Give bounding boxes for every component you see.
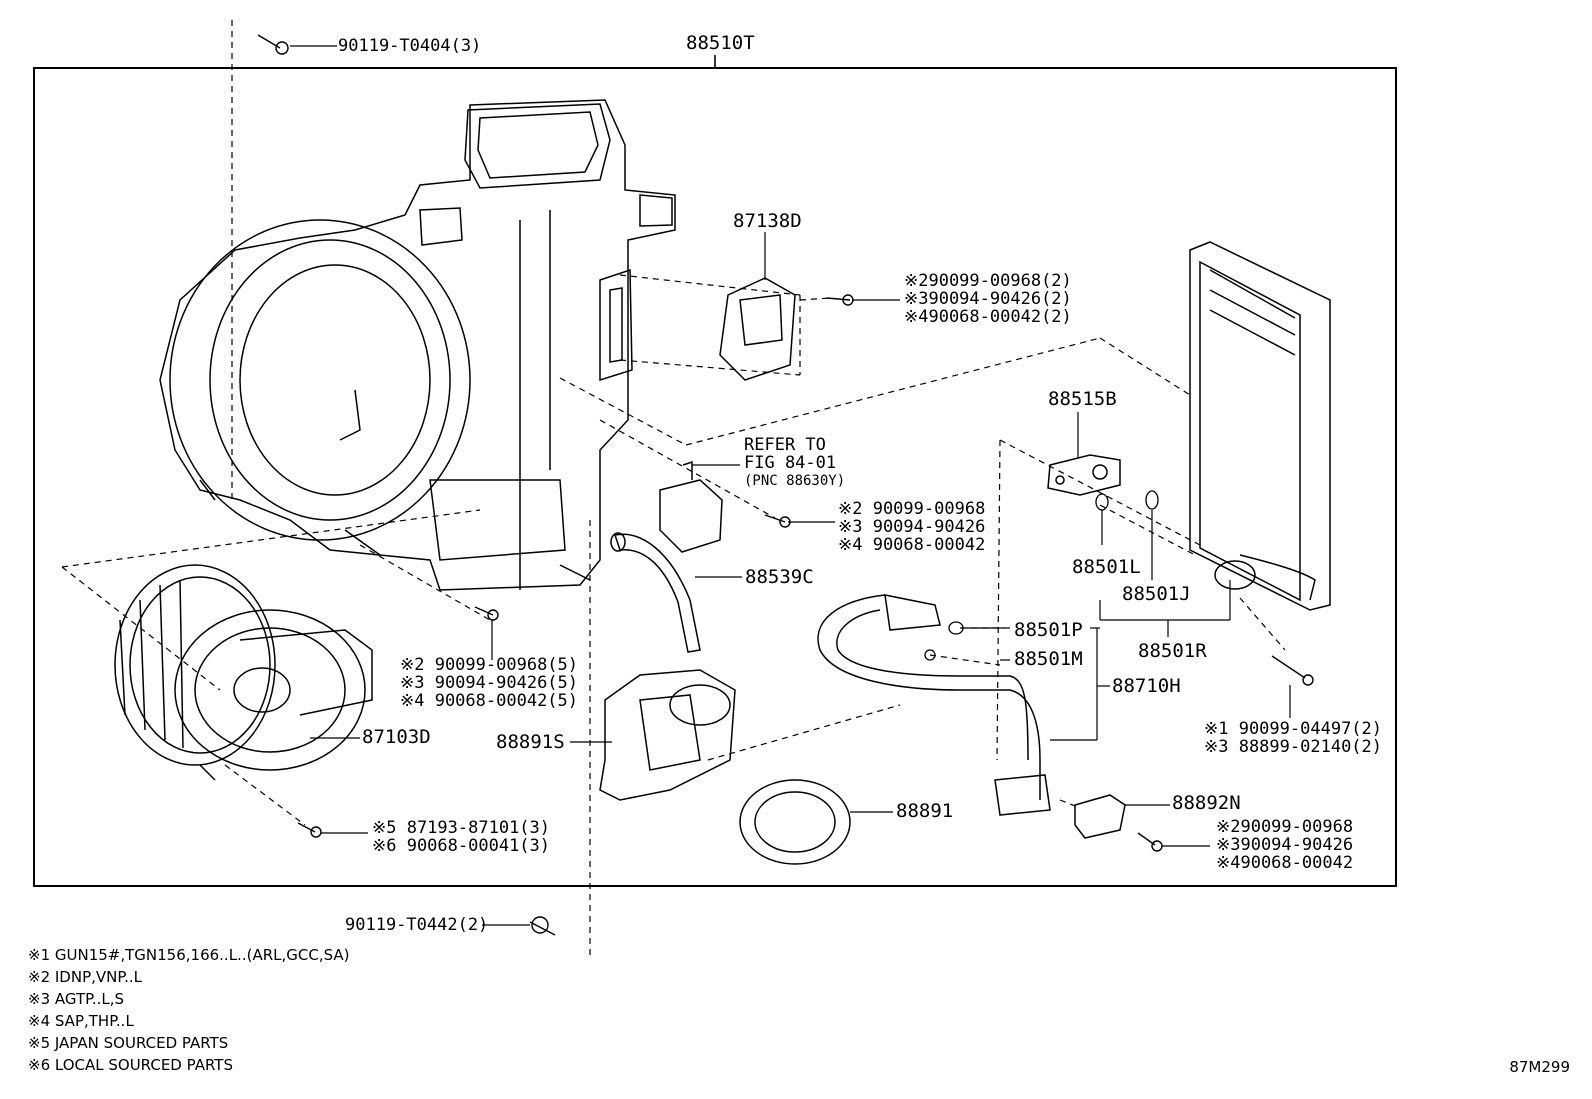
pipe-clamp <box>1074 794 1126 839</box>
resistor-screw-1: ※290099-00968(2) <box>904 271 1072 291</box>
refer-to-line-3: (PNC 88630Y) <box>744 473 846 489</box>
label-88501P: 88501P <box>1014 619 1083 641</box>
sensor-screw-3: ※4 90068-00042 <box>838 535 986 555</box>
sensor-screw-2: ※3 90094-90426 <box>838 517 986 537</box>
expansion-valve <box>1047 454 1121 496</box>
blower-bottom-screw-1: ※5 87193-87101(3) <box>372 818 551 838</box>
refer-to-line-2: FIG 84-01 <box>744 453 837 473</box>
cooler-tube <box>817 594 1051 816</box>
blower-screw-1: ※2 90099-00968(5) <box>400 655 579 675</box>
label-88539C: 88539C <box>745 566 814 588</box>
blower-motor <box>114 564 373 781</box>
footnote-1: ※1 GUN15#,TGN156,166..L..(ARL,GCC,SA) <box>28 946 350 964</box>
leader-lines <box>290 45 1291 926</box>
label-88891: 88891 <box>896 800 954 822</box>
blower-bottom-screw-2: ※6 90068-00041(3) <box>372 836 551 856</box>
resistor-screw-list: ※290099-00968(2) ※390094-90426(2) ※49006… <box>904 272 1072 326</box>
footnote-4: ※4 SAP,THP..L <box>28 1012 134 1030</box>
evaporator <box>1189 241 1331 611</box>
clamp-screw-2: ※390094-90426 <box>1216 835 1354 855</box>
footnote-2: ※2 IDNP,VNP..L <box>28 968 142 986</box>
refer-to-note: REFER TO FIG 84-01 (PNC 88630Y) <box>744 436 845 490</box>
refer-to-line-1: REFER TO <box>744 435 826 455</box>
resistor-screw-2: ※390094-90426(2) <box>904 289 1072 309</box>
evaporator-screw-2: ※3 88899-02140(2) <box>1204 737 1383 757</box>
label-87103D: 87103D <box>362 726 431 748</box>
label-88710H: 88710H <box>1112 675 1181 697</box>
sensor-bracket <box>659 460 723 553</box>
label-88892N: 88892N <box>1172 792 1241 814</box>
drain-cover <box>599 669 736 801</box>
diagram-code: 87M299 <box>1509 1058 1570 1076</box>
label-90119-T0404: 90119-T0404(3) <box>338 36 482 56</box>
assembly-frame <box>33 67 1397 887</box>
evaporator-screw-1: ※1 90099-04497(2) <box>1204 719 1383 739</box>
label-88510T: 88510T <box>686 32 755 54</box>
blower-resistor <box>719 277 796 381</box>
blower-screw-2: ※3 90094-90426(5) <box>400 673 579 693</box>
label-88501J: 88501J <box>1122 583 1191 605</box>
blower-screw-list: ※2 90099-00968(5) ※3 90094-90426(5) ※4 9… <box>400 656 578 710</box>
footnote-5: ※5 JAPAN SOURCED PARTS <box>28 1034 229 1052</box>
clamp-screw-3: ※490068-00042 <box>1216 853 1354 873</box>
drain-hose <box>610 532 701 653</box>
label-88501M: 88501M <box>1014 648 1083 670</box>
label-88501L: 88501L <box>1072 556 1141 578</box>
dash-lines <box>61 20 1286 955</box>
label-88515B: 88515B <box>1048 388 1117 410</box>
label-88891S: 88891S <box>496 731 565 753</box>
footnote-6: ※6 LOCAL SOURCED PARTS <box>28 1056 233 1074</box>
hvac-case <box>159 99 676 591</box>
sensor-screw-list: ※2 90099-00968 ※3 90094-90426 ※4 90068-0… <box>838 500 985 554</box>
clamp-screw-list: ※290099-00968 ※390094-90426 ※490068-0004… <box>1216 818 1353 872</box>
resistor-screw-3: ※490068-00042(2) <box>904 307 1072 327</box>
sensor-screw-1: ※2 90099-00968 <box>838 499 986 519</box>
seal-ring <box>739 779 851 865</box>
evaporator-screw-list: ※1 90099-04497(2) ※3 88899-02140(2) <box>1204 720 1382 756</box>
blower-bottom-screw-list: ※5 87193-87101(3) ※6 90068-00041(3) <box>372 819 550 855</box>
clamp-screw-1: ※290099-00968 <box>1216 817 1354 837</box>
blower-screw-3: ※4 90068-00042(5) <box>400 691 579 711</box>
label-87138D: 87138D <box>733 210 802 232</box>
label-88501R: 88501R <box>1138 640 1207 662</box>
label-90119-T0442: 90119-T0442(2) <box>345 915 489 935</box>
footnote-3: ※3 AGTP..L,S <box>28 990 125 1008</box>
screws <box>257 34 1314 936</box>
